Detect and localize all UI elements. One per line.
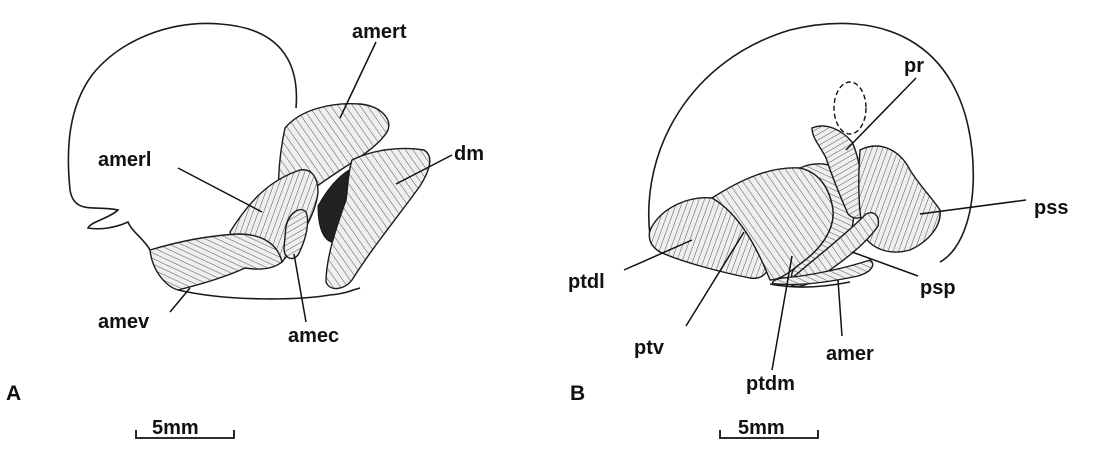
label-ptdl: ptdl xyxy=(568,271,605,293)
label-pr: pr xyxy=(904,55,924,77)
panel-a-scale-bar: 5mm xyxy=(136,417,234,439)
label-psp: psp xyxy=(920,277,956,299)
scale-label-b: 5mm xyxy=(738,417,785,439)
label-amer: amer xyxy=(826,343,874,365)
label-amerl: amerl xyxy=(98,149,151,171)
label-pss: pss xyxy=(1034,197,1068,219)
leader-amerl xyxy=(178,168,262,212)
label-amev: amev xyxy=(98,311,150,333)
label-amert: amert xyxy=(352,21,407,43)
panel-b-drawing xyxy=(649,23,974,287)
label-amec: amec xyxy=(288,325,339,347)
label-dm: dm xyxy=(454,143,484,165)
leader-amev xyxy=(170,288,190,312)
label-ptv: ptv xyxy=(634,337,665,359)
leader-pr xyxy=(846,78,916,150)
scale-label-a: 5mm xyxy=(152,417,199,439)
panel-b-scale-bar: 5mm xyxy=(720,417,818,439)
leader-amec xyxy=(294,254,306,322)
dashed-oval xyxy=(834,82,866,134)
panel-letter-a: A xyxy=(6,382,21,405)
leader-amer xyxy=(838,280,842,336)
label-ptdm: ptdm xyxy=(746,373,795,395)
panel-letter-b: B xyxy=(570,382,585,405)
